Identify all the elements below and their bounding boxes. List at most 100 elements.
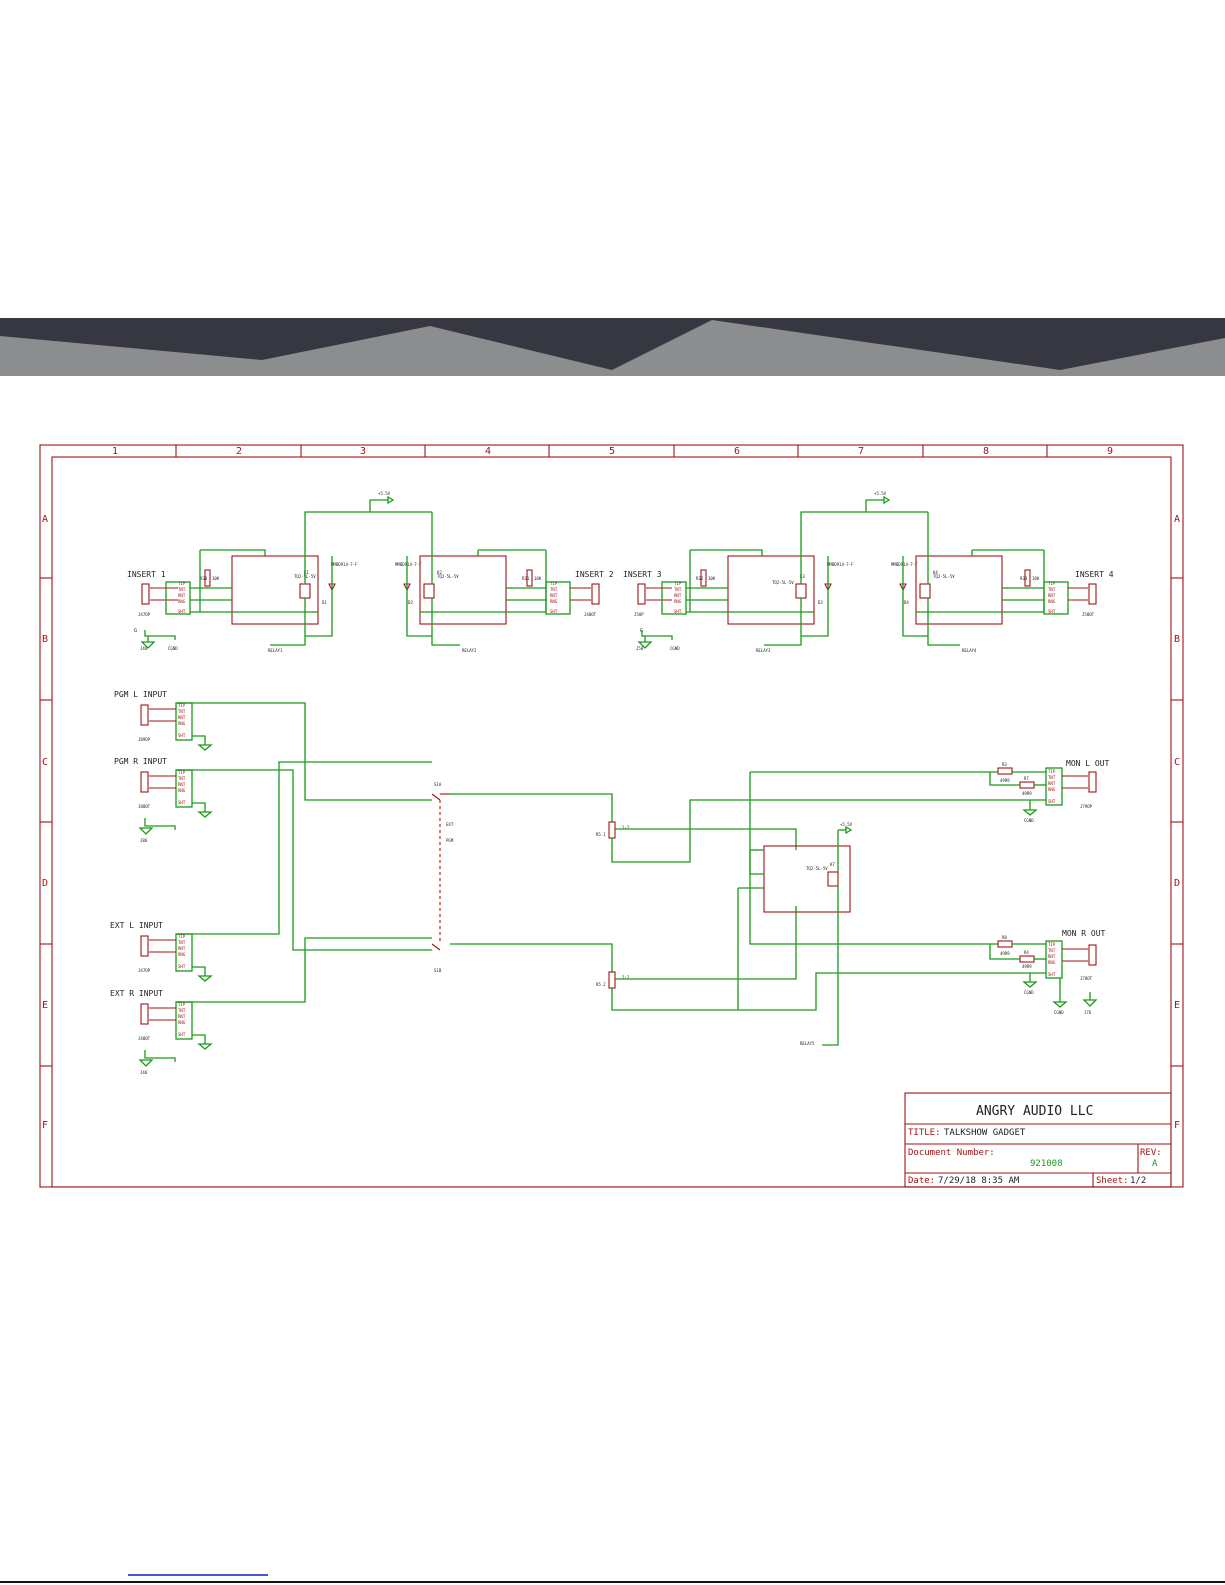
col-1: 1	[112, 446, 118, 457]
rev-label: REV:	[1140, 1148, 1162, 1158]
insert-3-gnd-jack: J50	[636, 646, 644, 651]
insert-4-diode-part: MMBD914-7-F	[891, 562, 918, 567]
insert-4-pin-tip: TIP	[1048, 581, 1056, 586]
insert-1-jack	[141, 583, 150, 605]
insert-2-block: TQ2-5L-5V K2 MMBD914-7-F D2 R31 10K TIP …	[395, 512, 614, 653]
mon-r-jack-ref: J78OT	[1080, 976, 1093, 981]
insert-3-relay-part: TQ2-5L-5V	[772, 580, 794, 585]
row-a-right: A	[1174, 514, 1180, 525]
col-8: 8	[983, 446, 989, 457]
ext-l-jack	[140, 935, 149, 957]
insert-2-pin-rnt: RNT	[550, 593, 558, 598]
drawing-date: 7/29/18 8:35 AM	[938, 1176, 1020, 1186]
title-label: TITLE:	[908, 1128, 941, 1138]
insert-2-diode-ref: D2	[408, 600, 413, 605]
mon-r-gnd2: CGND	[1054, 1010, 1064, 1015]
insert-3-resistor	[700, 569, 707, 587]
insert-1-gnd-net: CGND	[168, 646, 178, 651]
switch-s1: S1A EXT PGM S1B	[431, 782, 613, 973]
insert-3-resistor-ref: R32	[696, 576, 704, 581]
insert-3-resistor-val: 10K	[708, 576, 716, 581]
insert-1-resistor-ref: R30	[200, 576, 208, 581]
insert-1-pin-tip: TIP	[178, 581, 186, 586]
insert-1-resistor	[204, 569, 211, 587]
mon-r-pin-tip: TIP	[1048, 942, 1056, 947]
pgm-l-pin-sht: SHT	[178, 733, 186, 738]
drawing-title: TALKSHOW GADGET	[944, 1128, 1026, 1138]
pgm-l-jack-ref: J89OP	[138, 737, 151, 742]
insert-1-pin-tnt: TNT	[178, 587, 186, 592]
insert-3-pin-rnt: RNT	[674, 593, 682, 598]
insert-3-relay-box	[727, 555, 815, 625]
footer-link-underline[interactable]	[128, 1574, 268, 1576]
insert-3-relay-ref: K3	[800, 574, 805, 579]
mon-l-pin-tip: TIP	[1048, 769, 1056, 774]
ext-l-pin-sht: SHT	[178, 964, 186, 969]
insert-2-pin-sht: SHT	[550, 609, 558, 614]
pgm-r-pin-sht: SHT	[178, 800, 186, 805]
mon-l-r2-ref: R7	[1024, 776, 1029, 781]
mon-r-gnd: CGND	[1024, 990, 1034, 995]
mon-r-r2-val: 49R9	[1022, 964, 1032, 969]
pgm-r-gnd-jack: J86	[140, 838, 148, 843]
pgm-r-input: PGM R INPUT TIP TNT RNT RNG SHT J88OT J8…	[114, 757, 432, 951]
insert-1-net-label: RELAY1	[268, 648, 283, 653]
document-number: 921008	[1030, 1159, 1063, 1169]
ext-l-input: EXT L INPUT TIP TNT RNT RNG SHT J47OP	[110, 761, 432, 982]
insert-1-relay-coil	[299, 583, 311, 599]
row-e-right: E	[1174, 1000, 1180, 1011]
pot-r5-2-ref: R5.2	[596, 982, 606, 987]
insert-2-relay-ref: K2	[437, 570, 442, 575]
insert-4-jack-ref: J58OT	[1082, 612, 1095, 617]
ext-r-pin-tip: TIP	[178, 1002, 186, 1007]
insert-1-jack-ref: J47OP	[138, 612, 151, 617]
pgm-r-label: PGM R INPUT	[114, 757, 167, 766]
insert-2-diode-part: MMBD914-7-F	[395, 562, 422, 567]
ext-r-input: EXT R INPUT TIP TNT RNT RNG SHT J48OT J4…	[110, 937, 432, 1075]
mon-l-out: MON L OUT R3 49R9 R7 49R9 TIP TNT RNT RN…	[750, 759, 1110, 823]
insert-1-block: INSERT 1 J47OP TIP TNT RNT RNG SHT TQ2-5…	[127, 511, 432, 653]
insert-1-resistor-val: 10K	[212, 576, 220, 581]
mon-r-pin-sht: SHT	[1048, 972, 1056, 977]
insert-2-jack	[591, 583, 600, 605]
row-f-left: F	[42, 1120, 48, 1131]
row-d-right: D	[1174, 878, 1180, 889]
center-relay-net: RELAY5	[800, 1041, 815, 1046]
pgm-r-pin-tip: TIP	[178, 770, 186, 775]
pgm-r-pin-rnt: RNT	[178, 782, 186, 787]
insert-2-resistor	[526, 569, 533, 587]
insert-2-pin-tnt: TNT	[550, 587, 558, 592]
col-3: 3	[360, 446, 366, 457]
title-block: ANGRY AUDIO LLC TITLE: TALKSHOW GADGET D…	[904, 1092, 1172, 1188]
insert-2-resistor-val: 10K	[534, 576, 542, 581]
mon-r-pin-tnt: TNT	[1048, 948, 1056, 953]
mon-l-pin-rnt: RNT	[1048, 781, 1056, 786]
col-5: 5	[609, 446, 615, 457]
insert-3-gnd-net: CGND	[670, 646, 680, 651]
insert-2-net-label: RELAY2	[462, 648, 477, 653]
insert-4-relay-coil	[919, 583, 931, 599]
ext-r-label: EXT R INPUT	[110, 989, 163, 998]
insert-3-diode-part: MMBD914-7-F	[827, 562, 854, 567]
insert-3-jack	[637, 583, 646, 605]
mon-r-r1-ref: R8	[1002, 935, 1007, 940]
insert-4-jack	[1088, 583, 1097, 605]
insert-1-relay-ref: K1	[304, 570, 309, 575]
insert-2-label: INSERT 2	[575, 570, 614, 579]
insert-4-block: TQ2-5L-5V K4 MMBD914-7-F D4 R33 10K TIP …	[891, 512, 1114, 653]
pgm-l-pin-rng: RNG	[178, 721, 186, 726]
insert-4-pin-tnt: TNT	[1048, 587, 1056, 592]
supply-1: +5.5V	[369, 491, 395, 512]
insert-3-diode-ref: D3	[818, 600, 823, 605]
mon-r-r2-ref: R4	[1024, 950, 1029, 955]
pot-r5-1-wiper: 1-2	[622, 825, 630, 830]
insert-4-resistor	[1024, 569, 1031, 587]
insert-3-jack-ref: J5OP	[634, 612, 644, 617]
pgm-r-jack	[140, 771, 149, 793]
switch-ext-label: EXT	[446, 822, 454, 827]
switch-pgm-label: PGM	[446, 838, 454, 843]
mon-r-label: MON R OUT	[1062, 929, 1106, 938]
row-b-right: B	[1174, 634, 1180, 645]
pgm-l-label: PGM L INPUT	[114, 690, 167, 699]
